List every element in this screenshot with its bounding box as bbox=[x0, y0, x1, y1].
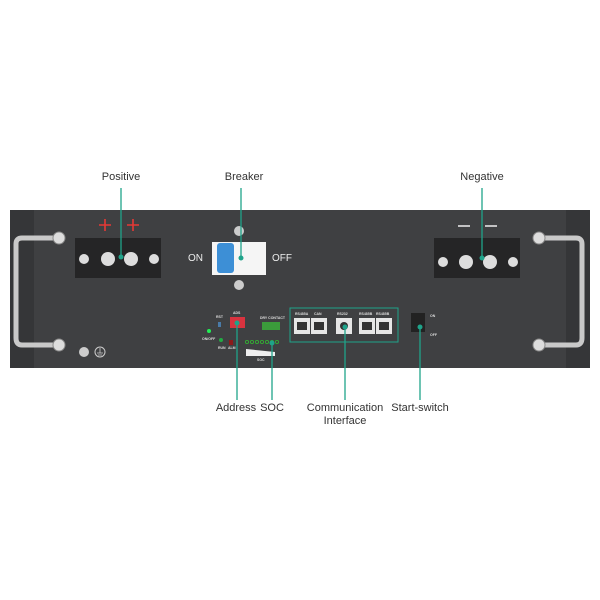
switch-off-label: OFF bbox=[430, 333, 437, 337]
ads-label: ADS bbox=[233, 311, 241, 315]
screw-icon bbox=[79, 347, 89, 357]
alm-label: ALM bbox=[228, 346, 236, 350]
positive-terminal bbox=[75, 219, 161, 278]
label-communication-interface: Communication Interface bbox=[307, 402, 383, 428]
start-switch bbox=[411, 313, 425, 332]
port-label: RS485B bbox=[359, 312, 373, 316]
ground-icon bbox=[94, 346, 106, 358]
label-communication-line2: Interface bbox=[323, 415, 367, 427]
left-handle bbox=[13, 235, 61, 348]
rst-label: RST bbox=[216, 315, 223, 319]
label-breaker: Breaker bbox=[224, 171, 264, 183]
battery-body bbox=[10, 210, 590, 368]
label-negative: Negative bbox=[460, 171, 504, 183]
run-label: RUN bbox=[218, 346, 226, 350]
leader-lines bbox=[120, 188, 483, 400]
label-start-switch: Start-switch bbox=[391, 402, 449, 414]
label-positive: Positive bbox=[101, 171, 141, 183]
right-handle bbox=[537, 235, 585, 348]
port-label: RS485B bbox=[376, 312, 390, 316]
soc-small-label: SOC bbox=[257, 358, 265, 362]
label-address: Address bbox=[215, 402, 257, 414]
label-communication-line1: Communication bbox=[306, 402, 384, 414]
breaker-on-label: ON bbox=[188, 253, 203, 264]
port-label: RS232 bbox=[337, 312, 348, 316]
port-label: CAN bbox=[314, 312, 322, 316]
label-soc: SOC bbox=[260, 402, 284, 414]
dry-contact-connector bbox=[262, 322, 280, 330]
dry-contact-label: DRY CONTACT bbox=[260, 316, 286, 320]
communication-interface bbox=[289, 307, 399, 343]
on-off-label: ON/OFF bbox=[202, 337, 216, 341]
switch-on-label: ON bbox=[430, 314, 436, 318]
negative-terminal bbox=[434, 225, 520, 278]
port-label: RS485A bbox=[295, 312, 309, 316]
breaker-off-label: OFF bbox=[272, 253, 292, 264]
